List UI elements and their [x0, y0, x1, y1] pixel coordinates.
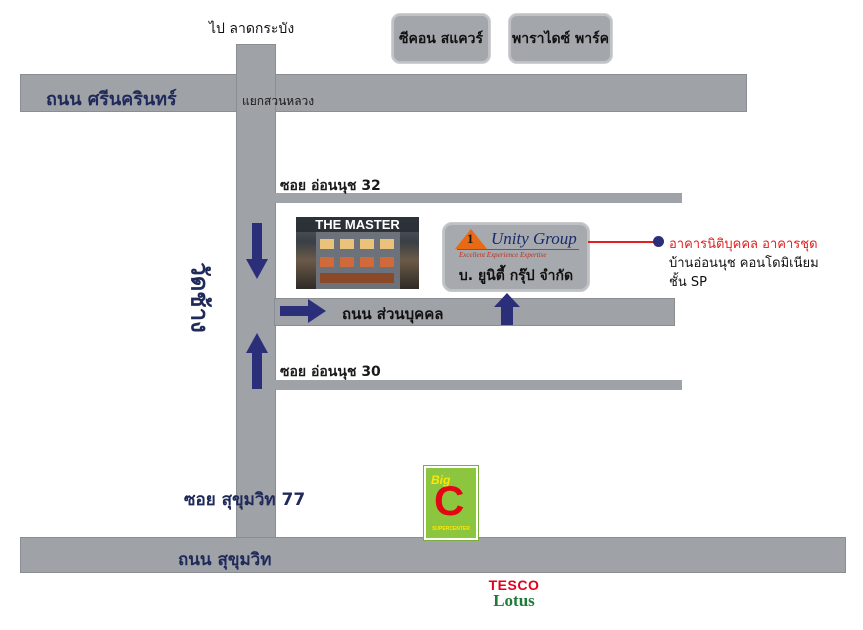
suan-bukkhon-road — [274, 298, 675, 326]
lotus-text: Lotus — [493, 591, 535, 610]
big-c-big-text: Big — [431, 473, 451, 487]
the-master-title: THE MASTER — [296, 217, 419, 232]
tesco-lotus-logo: TESCO Lotus — [478, 578, 550, 609]
destination-line2: บ้านอ่อนนุช คอนโดมิเนียม — [669, 256, 819, 271]
up-arrow-icon — [494, 293, 520, 325]
unity-group-tagline: Excellent Experience Expertise — [459, 251, 547, 259]
window — [340, 257, 354, 267]
unity-group-name: Unity Group — [491, 229, 577, 248]
srinakarin-road — [20, 74, 747, 112]
window — [320, 257, 334, 267]
big-c-supercenter: SUPERCENTER — [432, 526, 470, 532]
unity-group-logo-icon — [455, 229, 487, 249]
soi-onnut-32-label: ซอย อ่อนนุช 32 — [280, 178, 381, 194]
paradise-park-text: พาราไดซ์ พาร์ค — [512, 30, 609, 47]
unity-logo-number: 1 — [467, 231, 474, 246]
unity-group-thai-name: บ. ยูนิตี้ กรุ๊ป จำกัด — [458, 268, 574, 284]
sukhumvit-road — [20, 537, 846, 573]
sukhumvit-road-label: ถนน สุขุมวิท — [178, 550, 272, 570]
destination-line1: อาคารนิติบุคคล อาคารชุด — [669, 237, 818, 252]
big-c-letter: C — [434, 477, 465, 524]
big-c-logo: C Big SUPERCENTER — [424, 466, 478, 540]
down-arrow-icon — [246, 223, 268, 279]
window — [360, 239, 374, 249]
unity-group-box: 1 Unity Group Excellent Experience Exper… — [442, 222, 590, 292]
the-master-building-image: THE MASTER — [296, 217, 419, 289]
window — [380, 239, 394, 249]
unity-divider — [457, 249, 579, 250]
soi-onnut-30-road — [274, 380, 682, 390]
soi-onnut-30-label: ซอย อ่อนนุช 30 — [280, 364, 381, 380]
to-lat-krabang-label: ไป ลาดกระบัง — [209, 21, 295, 37]
soi-sukhumvit-77-label: ซอย สุขุมวิท 77 — [184, 490, 306, 510]
seacon-square-label: ซีคอน สแควร์ — [391, 13, 491, 64]
window — [360, 257, 374, 267]
seacon-square-text: ซีคอน สแควร์ — [398, 30, 484, 47]
window — [340, 239, 354, 249]
tesco-text: TESCO — [488, 577, 540, 593]
right-arrow-icon — [280, 299, 326, 323]
suan-luang-junction-label: แยกสวนหลวง — [242, 94, 315, 108]
window — [380, 257, 394, 267]
destination-pointer-line — [588, 241, 654, 243]
wat-chang-label: วัดช้าง — [185, 262, 214, 333]
location-dot-icon — [653, 236, 664, 247]
destination-line3: ชั้น SP — [669, 275, 707, 290]
window — [320, 273, 394, 283]
suan-bukkhon-road-label: ถนน ส่วนบุคคล — [342, 305, 444, 323]
paradise-park-label: พาราไดซ์ พาร์ค — [508, 13, 613, 64]
window — [320, 239, 334, 249]
wat-chang-road — [236, 44, 276, 548]
soi-onnut-32-road — [274, 193, 682, 203]
srinakarin-road-label: ถนน ศรีนครินทร์ — [46, 89, 177, 110]
up-arrow-icon — [246, 333, 268, 389]
